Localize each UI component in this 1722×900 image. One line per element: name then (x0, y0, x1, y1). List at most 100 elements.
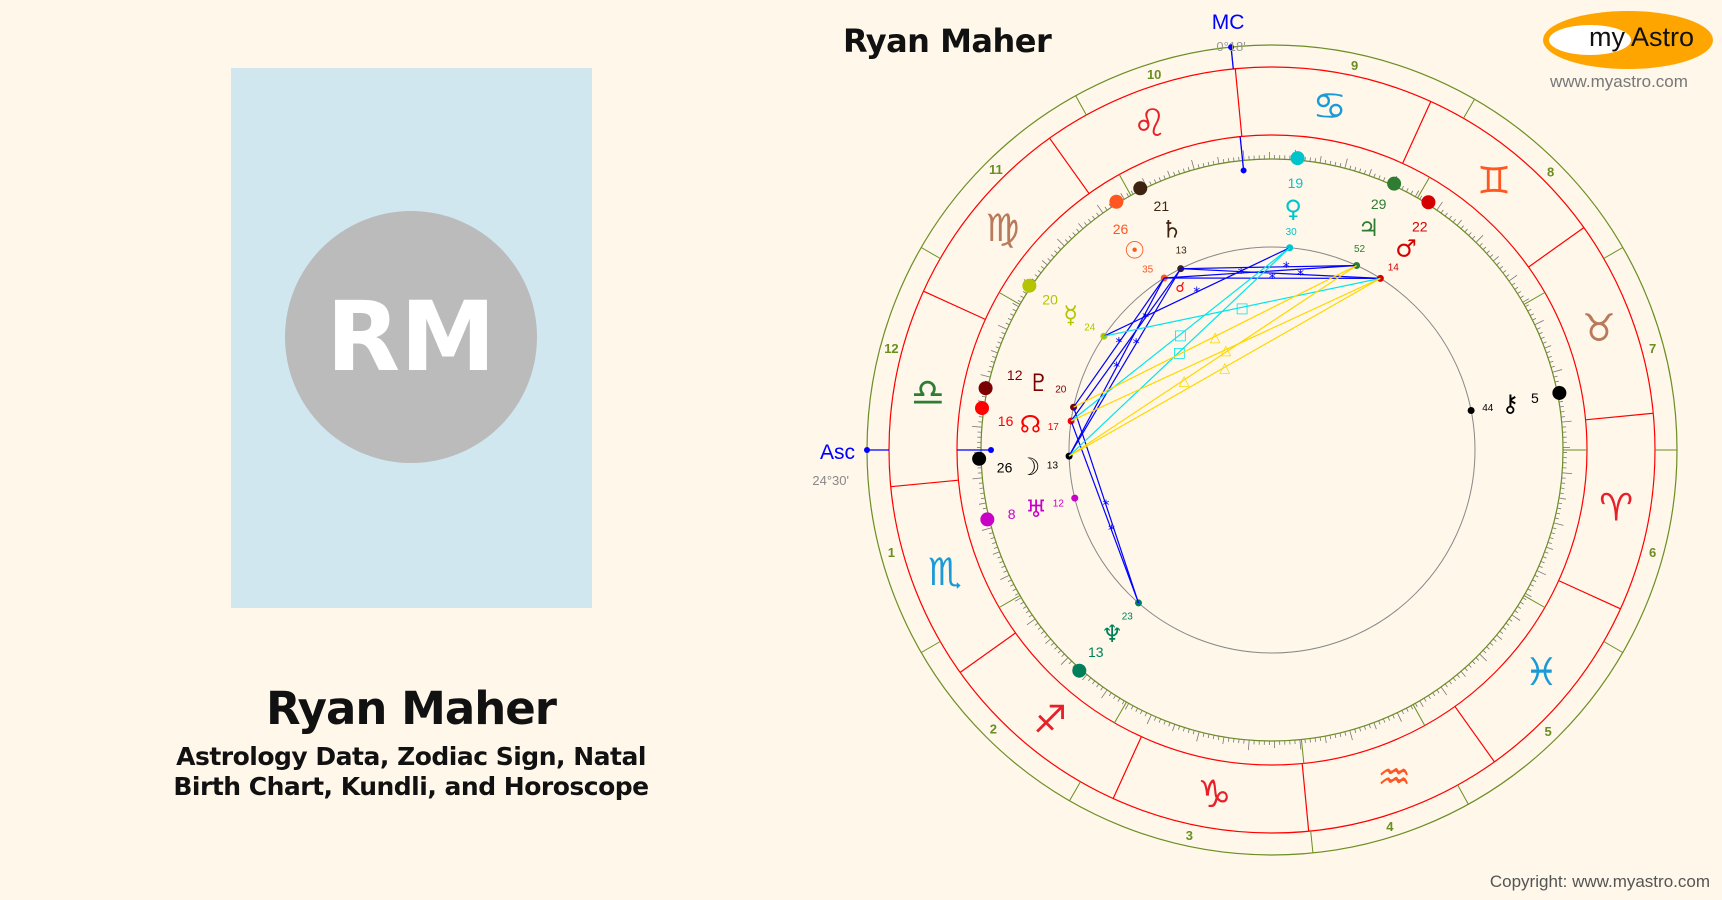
degree-tick (1025, 610, 1030, 614)
planet-glyph-node-icon: ☊︎ (1020, 411, 1041, 439)
degree-tick (1529, 584, 1534, 587)
aspect-symbol-trine: △ (1179, 373, 1190, 389)
house-cusp-line (998, 292, 1021, 305)
degree-tick (1068, 235, 1072, 240)
planet-glyph-moon-icon: ☽︎ (1019, 453, 1041, 481)
degree-tick (990, 360, 995, 363)
sign-glyph-scorpio-icon: ♏︎ (928, 550, 962, 594)
degree-tick (1202, 163, 1205, 168)
house-cusp-line (1310, 830, 1314, 853)
planet-degree-node: 16 (998, 413, 1014, 429)
degree-tick (1299, 739, 1302, 750)
degree-tick (1493, 256, 1499, 262)
planet-glyph-mercury-icon: ☿︎ (1063, 301, 1078, 329)
house-cusp-line (998, 595, 1021, 608)
planet-dot-moon (972, 451, 987, 466)
degree-tick (1196, 731, 1200, 742)
degree-tick (1028, 614, 1033, 618)
degree-tick (1096, 204, 1104, 214)
aspect-circle (1068, 246, 1476, 654)
degree-tick (1482, 650, 1487, 654)
degree-tick (1553, 522, 1564, 526)
degree-tick (979, 487, 984, 489)
aspect-symbol-sextile: * (1238, 266, 1245, 282)
degree-tick (1428, 695, 1431, 700)
degree-tick (1505, 274, 1510, 278)
degree-tick (1041, 260, 1048, 266)
house-cusp-line (1603, 247, 1623, 259)
degree-tick (1460, 225, 1464, 229)
degree-tick (1022, 606, 1027, 609)
planet-glyph-mars-icon: ♂︎ (1395, 234, 1417, 262)
sign-glyph-capricorn-icon: ♑︎ (1197, 772, 1231, 816)
mc-marker (1240, 167, 1247, 174)
asc-degree: 24°30' (812, 473, 849, 488)
aspect-symbol-sextile: * (1297, 267, 1304, 283)
planet-dot-mercury (1022, 278, 1037, 293)
aspect-line-square (1070, 247, 1291, 422)
degree-tick (1047, 258, 1051, 262)
degree-tick (1233, 157, 1235, 162)
sign-boundary (923, 290, 986, 320)
house-cusp-line (1114, 701, 1127, 724)
degree-tick (1309, 738, 1311, 743)
degree-tick (1452, 218, 1456, 223)
planet-degree-moon: 26 (997, 460, 1013, 476)
degree-tick (1233, 738, 1235, 743)
degree-tick (1309, 157, 1311, 162)
degree-tick (1440, 686, 1448, 696)
degree-tick (1354, 167, 1357, 172)
degree-tick (1560, 487, 1565, 489)
myastro-logo[interactable]: my Astro (1543, 11, 1713, 69)
degree-tick (1544, 345, 1552, 349)
degree-tick (1092, 215, 1096, 220)
planet-degree-neptune: 13 (1088, 644, 1104, 660)
degree-tick (1444, 212, 1448, 217)
planet-degree-sun: 26 (1113, 221, 1129, 237)
sign-glyph-aquarius-icon: ♒︎ (1377, 755, 1411, 799)
planet-minutes-mercury: 24 (1084, 323, 1096, 334)
sign-boundary (959, 632, 1016, 673)
planet-minutes-sun: 35 (1142, 264, 1154, 275)
planet-degree-pluto: 12 (1007, 367, 1023, 383)
aspect-line-trine (1073, 264, 1357, 408)
degree-tick (1329, 735, 1332, 740)
planet-degree-venus: 19 (1288, 175, 1304, 191)
degree-tick (1508, 274, 1518, 282)
degree-tick (1334, 734, 1337, 739)
degree-tick (1191, 159, 1195, 170)
degree-tick (1553, 375, 1558, 378)
degree-tick (1368, 168, 1372, 176)
planet-dot-uranus (980, 512, 995, 527)
degree-tick (1550, 365, 1555, 368)
sign-glyph-leo-icon: ♌︎ (1133, 101, 1167, 145)
degree-tick (1064, 239, 1069, 243)
planet-dot-mars (1421, 195, 1436, 210)
degree-tick (1448, 680, 1452, 685)
aspect-symbol-square: □ (1174, 327, 1187, 343)
aspect-line-sextile (1180, 268, 1381, 279)
degree-tick (1096, 683, 1100, 688)
degree-tick (1068, 660, 1072, 665)
degree-tick (1396, 712, 1402, 722)
sign-glyph-taurus-icon: ♉︎ (1582, 306, 1616, 350)
degree-tick (1163, 175, 1166, 180)
degree-tick (1517, 606, 1522, 609)
degree-tick (1037, 270, 1042, 274)
degree-tick (1536, 570, 1547, 576)
degree-tick (1542, 341, 1547, 344)
degree-tick (1527, 588, 1532, 592)
subtitle-line-1: Astrology Data, Zodiac Sign, Natal (176, 742, 646, 771)
degree-tick (1549, 360, 1554, 363)
degree-tick (1554, 380, 1559, 383)
degree-tick (987, 370, 992, 373)
degree-tick (1410, 190, 1414, 195)
sign-boundary (1528, 227, 1585, 268)
degree-tick (1158, 718, 1162, 723)
house-label-7: 7 (1649, 341, 1656, 356)
sign-boundary (1585, 412, 1654, 421)
profile-subtitle: Astrology Data, Zodiac Sign, Natal Birth… (0, 742, 822, 802)
degree-tick (1197, 164, 1200, 169)
site-url-link[interactable]: www.myastro.com (1550, 72, 1688, 91)
degree-tick (1334, 161, 1337, 166)
